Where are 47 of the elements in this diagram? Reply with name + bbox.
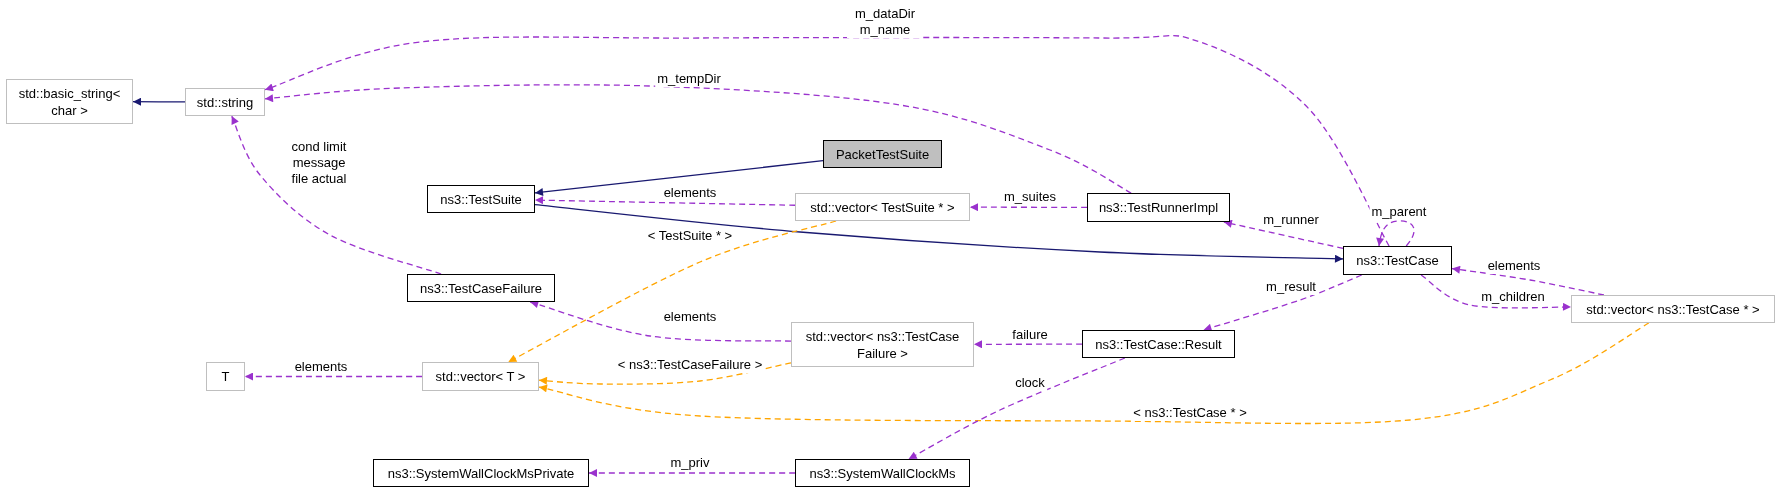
edge-label: m_suites: [1002, 189, 1058, 205]
dashed-arrow: [1202, 274, 1363, 332]
dashed-arrow: [264, 34, 1390, 247]
class-box: std::basic_string< char >: [6, 79, 133, 124]
class-box: T: [206, 362, 245, 391]
dashed-arrow: [969, 203, 1088, 212]
class-box: ns3::SystemWallClockMs: [795, 459, 970, 487]
class-box: ns3::TestCase: [1343, 246, 1452, 275]
dashed-arrow: [244, 372, 423, 381]
class-box: ns3::TestCase::Result: [1082, 330, 1235, 358]
edge-label: m_dataDir m_name: [847, 6, 923, 38]
dashed-arrow: [588, 469, 796, 477]
class-box: ns3::TestCaseFailure: [407, 274, 555, 302]
class-box: std::vector< T >: [422, 362, 539, 391]
dashed-arrow: [1223, 219, 1344, 250]
class-box: PacketTestSuite: [823, 140, 942, 168]
dashed-arrow: [1451, 265, 1605, 296]
edge-label: m_priv: [668, 455, 712, 471]
edge-label: m_parent: [1369, 204, 1429, 220]
edge-label: m_result: [1264, 279, 1318, 295]
class-box: ns3::TestRunnerImpl: [1087, 193, 1230, 222]
dashed-arrow: [907, 357, 1126, 460]
class-box: ns3::SystemWallClockMsPrivate: [373, 459, 589, 487]
edge-label: m_tempDir: [655, 71, 723, 87]
edge-label: < ns3::TestCaseFailure >: [615, 357, 765, 373]
edge-label: m_children: [1479, 289, 1547, 305]
arrow: [534, 160, 824, 197]
class-box: std::string: [185, 88, 265, 116]
dashed-arrow: [973, 340, 1083, 349]
dashed-arrow: [231, 115, 442, 275]
dashed-arrow: [1420, 274, 1572, 311]
edge-label: < ns3::TestCase * >: [1131, 405, 1249, 421]
class-box: std::vector< ns3::TestCase Failure >: [791, 322, 974, 367]
dashed-arrow: [538, 322, 1650, 425]
dashed-arrow: [534, 196, 796, 206]
edge-label: elements: [1485, 258, 1543, 274]
dashed-arrow: [1376, 220, 1415, 247]
class-box: ns3::TestSuite: [427, 185, 535, 213]
dashed-arrow: [507, 220, 837, 363]
arrow: [534, 203, 1344, 263]
dashed-arrow: [264, 84, 1132, 194]
dashed-arrow: [529, 300, 792, 342]
dashed-arrow: [538, 362, 792, 385]
class-box: std::vector< ns3::TestCase * >: [1571, 295, 1775, 323]
edge-label: clock: [1013, 375, 1047, 391]
class-box: std::vector< TestSuite * >: [795, 193, 970, 221]
arrow: [132, 97, 186, 106]
